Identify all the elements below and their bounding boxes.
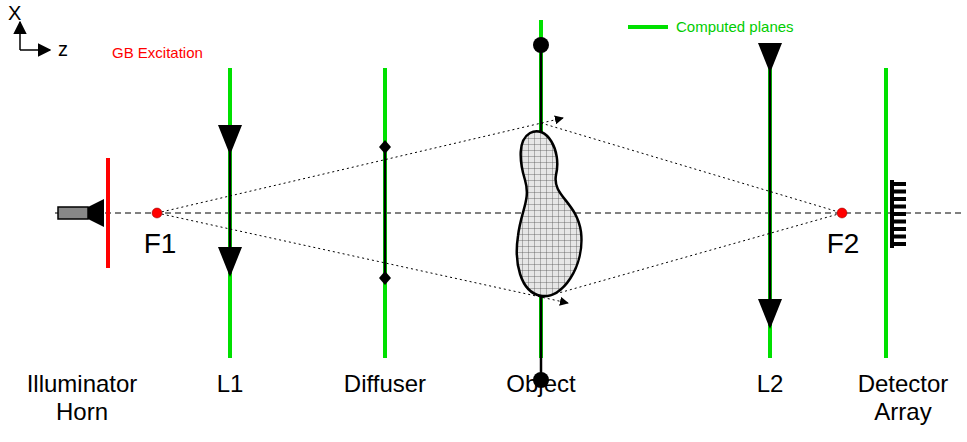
focal-point [152,208,162,218]
rays [157,118,842,303]
component-label: Detector Array [844,370,962,425]
lens-symbol [229,152,232,274]
component-label: Illuminator Horn [7,370,157,425]
diffuser-symbol [379,140,391,285]
excitation-label: GB Excitation [112,44,203,61]
legend-text: Computed planes [676,18,794,35]
axis-label: z [58,38,68,61]
object-shape [517,131,582,296]
horn-symbol [58,199,104,227]
axes-icon [20,22,50,50]
optical-axis [55,213,962,214]
detector-array-symbol [890,180,906,248]
computed-planes [230,20,886,358]
focal-point [837,208,847,218]
lens-symbol [769,70,772,326]
component-label: L2 [757,370,784,398]
component-label: L1 [217,370,244,398]
excitation-plane [106,158,110,268]
axis-label: X [8,2,21,25]
focal-label: F1 [144,228,177,260]
component-label: Object [506,370,575,398]
component-label: Diffuser [344,370,426,398]
legend-line-sample [628,25,668,29]
focal-label: F2 [827,228,860,260]
